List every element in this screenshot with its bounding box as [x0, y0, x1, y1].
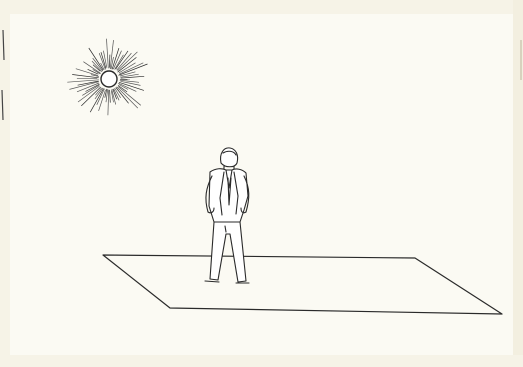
sun-ray: [118, 87, 141, 106]
sun-ray: [110, 90, 111, 103]
sun-ray: [107, 39, 109, 69]
sun-ray: [109, 55, 110, 68]
standing-man: [205, 148, 249, 283]
sun-ray: [117, 87, 138, 108]
sun-icon: [67, 39, 147, 116]
ground-plane: [103, 255, 502, 314]
man-legs: [210, 222, 246, 282]
sun-ray: [108, 90, 109, 115]
sun-ray: [90, 89, 103, 113]
sun-ray: [72, 75, 99, 78]
